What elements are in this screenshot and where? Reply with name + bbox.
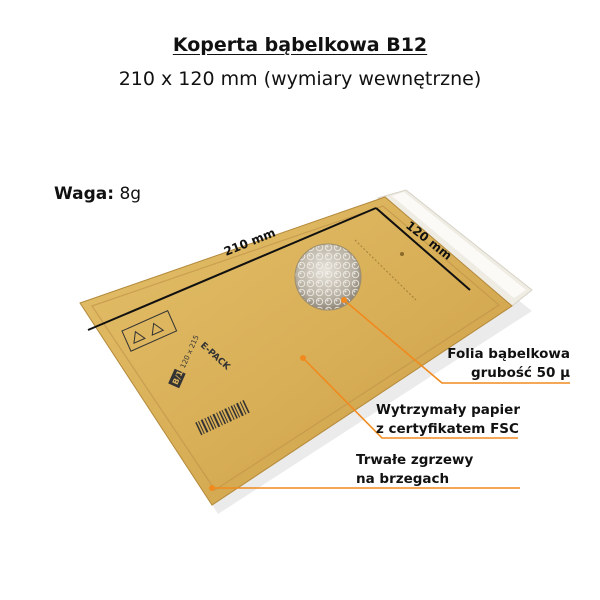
callout-lines: [210, 299, 570, 489]
envelope-hole: [400, 252, 404, 256]
callout-paper-line1: Wytrzymały papier: [375, 402, 520, 418]
callout-dot-paper: [300, 355, 306, 361]
callout-bubble-line2: grubość 50 µ: [470, 365, 570, 381]
recycle-print: [121, 310, 178, 352]
envelope-seam: [91, 205, 501, 491]
length-dimension-line: [87, 207, 377, 331]
callout-seal: Trwałe zgrzewy na brzegach: [356, 451, 473, 489]
callout-seal-line1: Trwałe zgrzewy: [356, 452, 474, 468]
callout-seal-line2: na brzegach: [356, 471, 450, 487]
width-dimension-line: [375, 207, 471, 291]
weight-info: Waga: 8g: [54, 184, 141, 204]
weight-label: Waga:: [54, 184, 115, 204]
callout-line-bubble: [343, 299, 570, 384]
callout-line-paper: [302, 357, 518, 439]
callout-dot-bubble: [341, 297, 347, 303]
barcode: [195, 399, 250, 436]
bubble-wrap-texture: [295, 244, 361, 310]
callout-paper-line2: z certyfikatem FSC: [375, 421, 519, 437]
seal-strip: [392, 192, 526, 298]
bubble-window-rim: [294, 243, 362, 311]
page-title: Koperta bąbelkowa B12: [172, 34, 428, 56]
callout-bubble-film: Folia bąbelkowa grubość 50 µ: [447, 345, 570, 383]
callout-paper: Wytrzymały papier z certyfikatem FSC: [376, 401, 520, 439]
page-subtitle: 210 x 120 mm (wymiary wewnętrzne): [118, 68, 482, 90]
envelope-body: [79, 196, 513, 506]
weight-value: 8g: [119, 184, 142, 204]
callout-dot-seal: [209, 485, 215, 491]
callout-bubble-line1: Folia bąbelkowa: [447, 346, 570, 362]
